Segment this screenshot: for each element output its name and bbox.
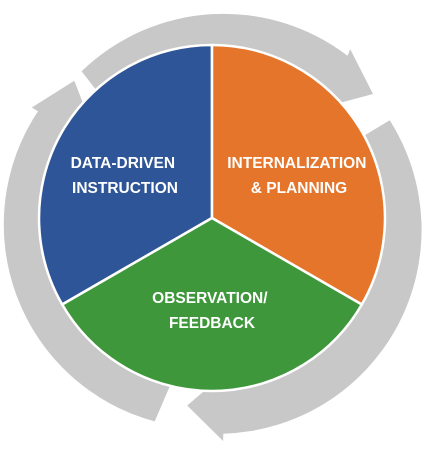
label-observation-feedback: OBSERVATION/ FEEDBACK (152, 290, 272, 332)
segment-internalization-planning[interactable] (210, 43, 387, 306)
label-internalization-planning: INTERNALIZATION & PLANNING (227, 155, 371, 197)
label-data-driven-instruction-line2: INSTRUCTION (72, 180, 178, 197)
label-data-driven-instruction: DATA-DRIVEN INSTRUCTION (71, 155, 180, 197)
label-observation-feedback-line2: FEEDBACK (169, 315, 256, 332)
segment-observation-feedback[interactable] (60, 216, 364, 393)
label-internalization-planning-line2: & PLANNING (251, 180, 347, 197)
segment-data-driven-instruction[interactable] (37, 43, 214, 306)
segment-labels: DATA-DRIVEN INSTRUCTION INTERNALIZATION … (71, 155, 371, 332)
label-data-driven-instruction-line1: DATA-DRIVEN (71, 155, 175, 172)
label-observation-feedback-line1: OBSERVATION/ (152, 290, 268, 307)
label-internalization-planning-line1: INTERNALIZATION (227, 155, 366, 172)
arrow-bottom-icon (187, 120, 422, 442)
pie-chart (37, 43, 387, 393)
